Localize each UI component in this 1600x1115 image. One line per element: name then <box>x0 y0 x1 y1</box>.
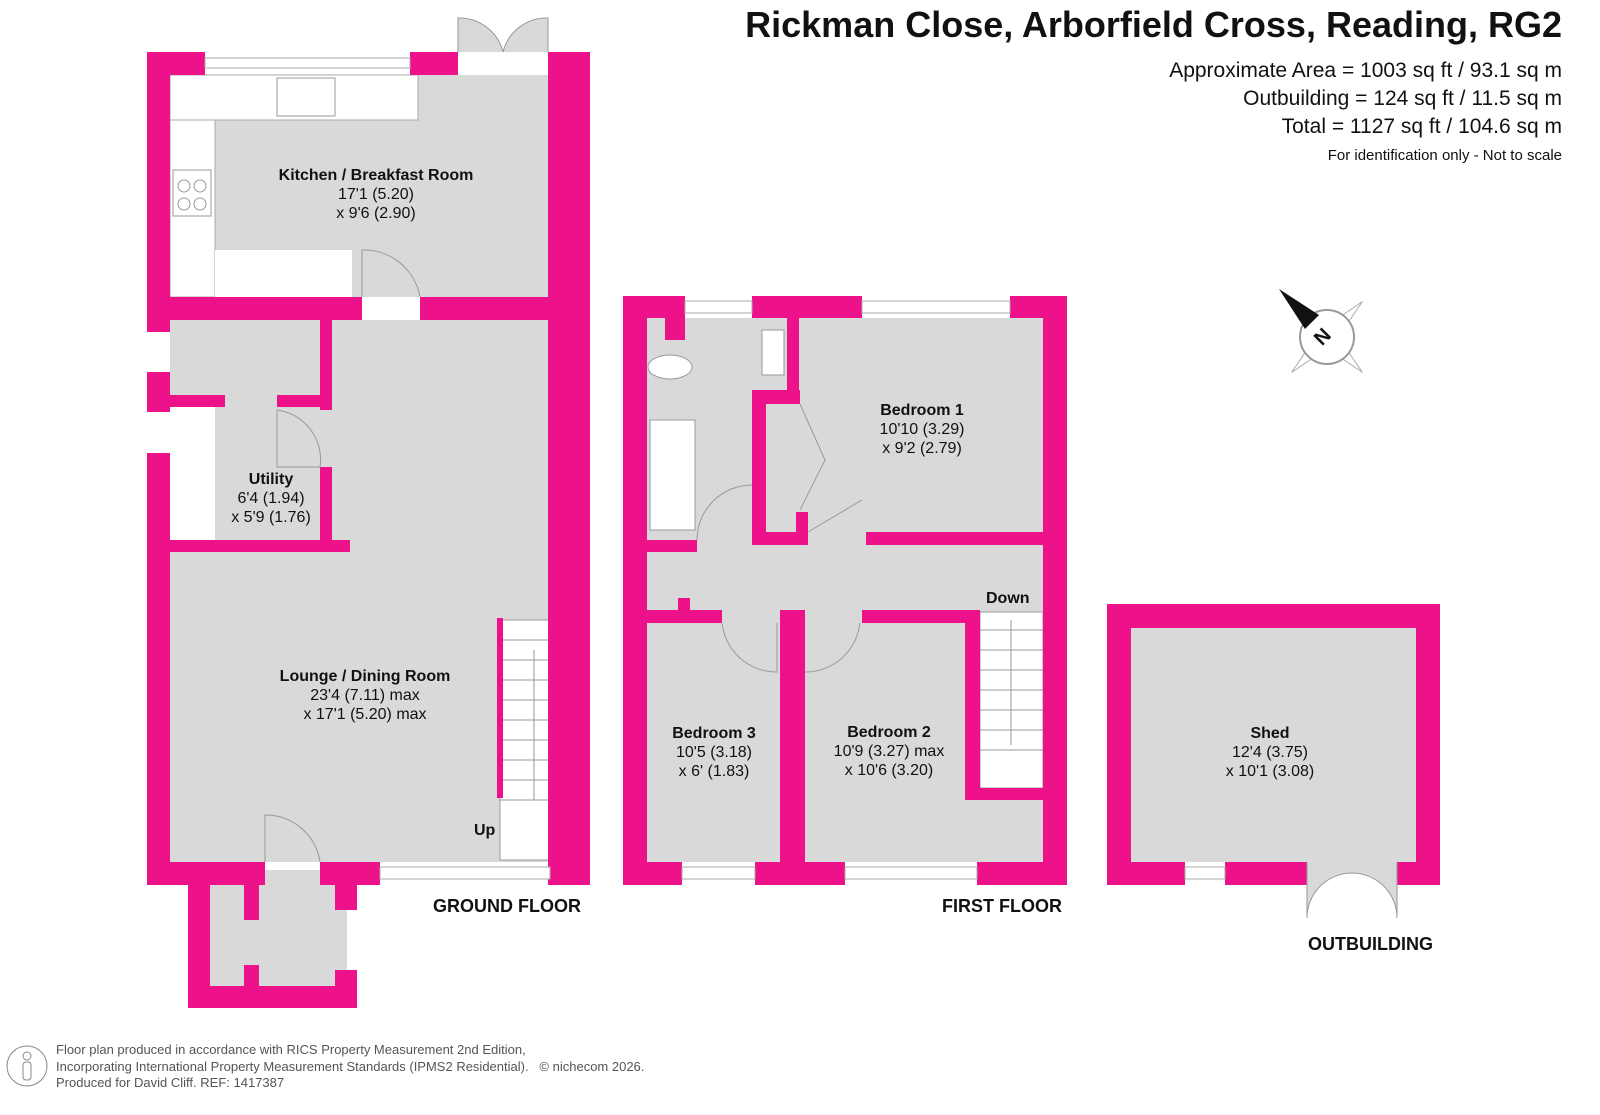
room-shed: Shed 12'4 (3.75) x 10'1 (3.08) <box>1226 724 1314 781</box>
room-dimension: 23'4 (7.11) max <box>310 687 420 704</box>
room-dimension: 10'10 (3.29) <box>879 421 965 438</box>
room-dimension: x 5'9 (1.76) <box>231 509 311 526</box>
room-name: Bedroom 1 <box>880 402 964 419</box>
room-dimension: 10'5 (3.18) <box>675 744 752 761</box>
footer-notes: Floor plan produced in accordance with R… <box>56 1042 644 1092</box>
room-lounge: Lounge / Dining Room 23'4 (7.11) max x 17'… <box>280 667 451 724</box>
room-bedroom-1: Bedroom 1 10'10 (3.29) x 9'2 (2.79) <box>880 401 965 458</box>
room-name: Bedroom 3 <box>672 725 756 742</box>
stairs-up-label: Up <box>474 822 496 839</box>
outbuilding-label: OUTBUILDING <box>1308 934 1433 954</box>
room-dimension: x 6' (1.83) <box>678 763 750 780</box>
room-dimension: 12'4 (3.75) <box>1232 744 1308 761</box>
footer-reference: Produced for David Cliff. REF: 1417387 <box>56 1075 285 1090</box>
bath-icon <box>649 419 696 531</box>
first-floor-label: FIRST FLOOR <box>942 896 1062 916</box>
room-dimension: x 17'1 (5.20) max <box>303 706 427 723</box>
toilet-icon <box>647 354 693 380</box>
basin-icon <box>761 329 785 376</box>
approximate-area: Approximate Area = 1003 sq ft / 93.1 sq … <box>1169 59 1562 82</box>
room-dimension: x 9'2 (2.79) <box>882 440 962 457</box>
room-name: Bedroom 2 <box>847 724 931 741</box>
room-name: Kitchen / Breakfast Room <box>278 167 474 184</box>
footer-line: Incorporating International Property Mea… <box>56 1058 529 1074</box>
hob-icon <box>172 169 212 217</box>
room-name: Shed <box>1250 725 1290 742</box>
room-kitchen: Kitchen / Breakfast Room 17'1 (5.20) x 9'6… <box>279 166 474 223</box>
scale-disclaimer: For identification only - Not to scale <box>1327 147 1562 164</box>
ground-floor-label: GROUND FLOOR <box>433 896 581 916</box>
property-title: Rickman Close, Arborfield Cross, Reading… <box>745 4 1562 45</box>
room-dimension: 6'4 (1.94) <box>237 490 305 507</box>
stairs-down-label: Down <box>986 590 1030 607</box>
room-utility: Utility 6'4 (1.94) x 5'9 (1.76) <box>231 470 311 527</box>
room-dimension: x 10'6 (3.20) <box>844 762 934 779</box>
sink-icon <box>276 77 336 117</box>
room-dimension: 10'9 (3.27) max <box>833 743 945 760</box>
compass-icon <box>1279 289 1363 373</box>
room-bedroom-3: Bedroom 3 10'5 (3.18) x 6' (1.83) <box>672 724 756 781</box>
room-dimension: x 9'6 (2.90) <box>336 205 416 222</box>
total-area: Total = 1127 sq ft / 104.6 sq m <box>1281 115 1562 138</box>
stairs-first-floor <box>979 611 1044 789</box>
person-icon <box>6 1045 48 1087</box>
footer-line: Floor plan produced in accordance with R… <box>56 1042 526 1057</box>
outbuilding-area: Outbuilding = 124 sq ft / 11.5 sq m <box>1243 87 1562 110</box>
room-dimension: 17'1 (5.20) <box>338 186 414 203</box>
room-dimension: x 10'1 (3.08) <box>1225 763 1315 780</box>
room-name: Lounge / Dining Room <box>279 668 451 685</box>
first-floor-plan <box>623 296 1067 885</box>
ground-floor-plan <box>147 17 590 1008</box>
copyright: © nichecom 2026. <box>539 1058 645 1074</box>
outbuilding-plan <box>1107 604 1440 919</box>
room-bedroom-2: Bedroom 2 10'9 (3.27) max x 10'6 (3.20) <box>834 723 945 780</box>
room-name: Utility <box>248 471 294 488</box>
